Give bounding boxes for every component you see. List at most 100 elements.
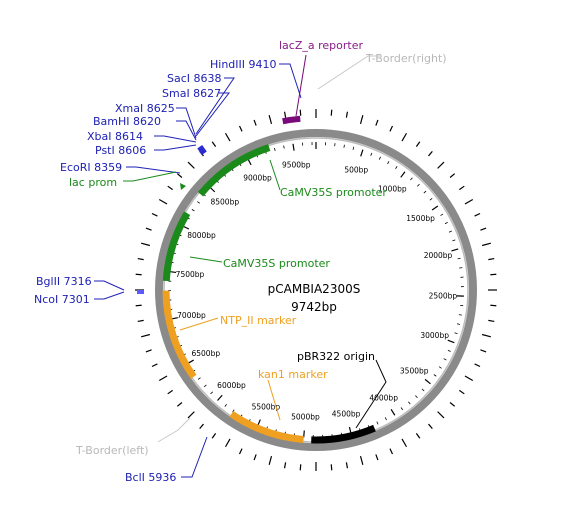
bp-tick-label: 8500bp [210, 198, 239, 207]
outer-tick [415, 141, 421, 147]
outer-tick [167, 389, 173, 395]
lac-prom-arrow [180, 183, 186, 190]
outer-tick [141, 333, 151, 338]
feature-arc-pbr322-origin[interactable] [311, 424, 376, 444]
outer-tick [490, 304, 497, 307]
bp-tick-label: 7500bp [176, 270, 205, 279]
feature-arc-camv35s-promoter-upper[interactable] [197, 144, 271, 197]
outer-tick [158, 198, 168, 205]
outer-tick [428, 423, 433, 430]
outer-tick [481, 242, 491, 247]
bp-tick [273, 147, 276, 151]
bp-tick-label: 500bp [344, 166, 368, 175]
bglii-ncoi-site-marker[interactable] [137, 290, 144, 294]
camv35s-upper-leader [269, 159, 281, 191]
bp-tick-label: 5000bp [291, 413, 320, 422]
bp-tick-label: 2000bp [424, 251, 453, 260]
site-label-ncoi[interactable]: NcoI 7301 [34, 293, 90, 306]
bp-tick [390, 409, 396, 416]
bp-tick [352, 146, 355, 150]
restriction-site-cluster-marker[interactable] [197, 145, 207, 155]
outer-tick [253, 454, 257, 461]
outer-tick [187, 411, 195, 419]
camv35s-promoter-upper-label: CaMV35S promoter [280, 186, 387, 199]
outer-tick [330, 109, 333, 116]
bp-tick [433, 374, 437, 377]
bp-tick [384, 417, 387, 421]
plasmid-name: pCAMBIA2300S [268, 282, 361, 296]
camv35s-promoter-lower-label: CaMV35S promoter [223, 257, 330, 270]
outer-tick [415, 433, 421, 439]
bp-tick [457, 257, 461, 260]
outer-tick [389, 448, 394, 455]
outer-tick [199, 423, 204, 430]
bp-tick-label: 9000bp [243, 173, 272, 182]
bp-tick [191, 209, 195, 212]
bp-tick [360, 149, 364, 157]
feature-arc-kan1-marker[interactable] [229, 410, 304, 443]
site-label-bglii[interactable]: BglII 7316 [36, 275, 92, 288]
outer-tick [345, 111, 349, 118]
outer-tick [488, 319, 495, 323]
site-label-bamhi[interactable]: BamHI 8620 [93, 115, 161, 128]
restriction-site-labels: HindIII 9410 SacI 8638 SmaI 8627 XmaI 86… [34, 58, 277, 484]
plasmid-backbone [155, 129, 477, 451]
kan1-marker-label: kan1 marker [258, 368, 328, 381]
bp-tick [210, 391, 214, 395]
bp-tick [387, 161, 390, 165]
outer-tick [224, 438, 231, 448]
outer-tick [464, 375, 474, 382]
site-label-ecori[interactable]: EcoRI 8359 [60, 161, 122, 174]
bp-tick [400, 171, 406, 178]
outer-tick [238, 125, 243, 132]
outer-tick [401, 132, 408, 142]
bp-tick [197, 201, 201, 204]
outer-tick [187, 161, 195, 169]
ntp-ii-leader [179, 317, 219, 331]
bp-tick [438, 366, 442, 369]
outer-tick [176, 402, 183, 407]
bp-tick [203, 384, 207, 388]
bp-tick [440, 213, 444, 216]
outer-tick [428, 150, 433, 157]
site-leader-lines [94, 63, 302, 478]
outer-tick [401, 438, 408, 448]
t-border-left-label: T-Border(left) [75, 444, 149, 457]
outer-tick [176, 173, 183, 178]
site-label-saci[interactable]: SacI 8638 [167, 72, 222, 85]
outer-tick [268, 455, 273, 465]
feature-arc-ntp-ii-marker[interactable] [162, 290, 197, 379]
bp-tick [421, 388, 425, 392]
outer-tick [459, 389, 465, 395]
plasmid-size: 9742bp [291, 300, 337, 314]
bp-tick-label: 6000bp [217, 381, 246, 390]
feature-arc-lacz-a-reporter[interactable] [282, 115, 301, 125]
bp-tick [415, 395, 418, 399]
outer-tick [464, 198, 474, 205]
site-label-bcli[interactable]: BclI 5936 [125, 471, 176, 484]
site-label-hindiii[interactable]: HindIII 9410 [210, 58, 277, 71]
feature-arc-camv35s-promoter-lower[interactable] [162, 211, 191, 282]
site-label-smai[interactable]: SmaI 8627 [162, 87, 221, 100]
outer-tick [359, 455, 364, 465]
bp-tick [408, 401, 411, 405]
bp-tick-label: 6500bp [191, 349, 220, 358]
outer-tick [474, 212, 481, 217]
site-label-xmai[interactable]: XmaI 8625 [115, 102, 175, 115]
site-label-xbai[interactable]: XbaI 8614 [87, 130, 143, 143]
outer-tick [375, 454, 379, 461]
t-border-left-leader [157, 417, 191, 443]
site-label-psti[interactable]: PstI 8606 [95, 144, 146, 157]
bp-tick [447, 339, 455, 344]
bp-tick-label: 9500bp [282, 161, 311, 170]
bp-tick [458, 314, 462, 316]
bp-tick [429, 198, 433, 201]
bp-tick [370, 152, 373, 156]
bp-tick-label: 3500bp [400, 367, 429, 376]
outer-tick [137, 257, 144, 261]
lacz-a-leader [295, 54, 307, 117]
bp-tick [448, 230, 452, 233]
outer-tick [480, 349, 487, 353]
outer-tick [449, 173, 456, 178]
pbr322-origin-label: pBR322 origin [297, 350, 375, 363]
